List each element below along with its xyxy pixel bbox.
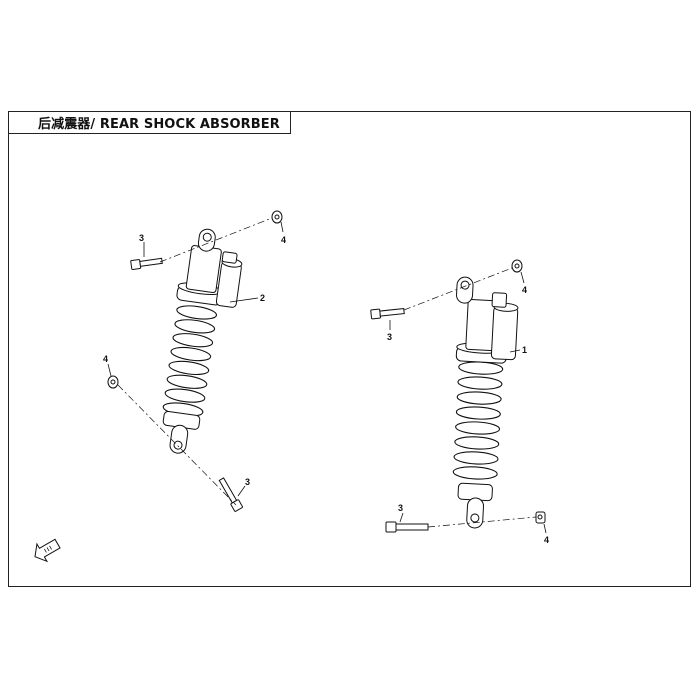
callout-left-upper-nut: 4 — [281, 235, 286, 245]
left-upper-bolt[interactable] — [130, 256, 163, 270]
callout-left-upper-bolt: 3 — [139, 233, 144, 243]
right-lower-bolt[interactable] — [385, 521, 429, 533]
callout-right-upper-nut: 4 — [522, 285, 527, 295]
front-arrow-icon — [34, 538, 61, 563]
diagram-frame — [8, 111, 691, 587]
callout-right-upper-bolt: 3 — [387, 332, 392, 342]
left-lower-bolt[interactable] — [218, 477, 243, 512]
right-upper-bolt[interactable] — [370, 307, 405, 320]
left-lower-nut[interactable] — [107, 375, 119, 389]
left-upper-nut[interactable] — [271, 210, 283, 224]
right-shock-absorber[interactable] — [444, 276, 519, 530]
right-upper-nut[interactable] — [511, 259, 523, 273]
page-title: 后减震器/ REAR SHOCK ABSORBER — [38, 117, 280, 132]
callout-right-lower-bolt: 3 — [398, 503, 403, 513]
callout-right-lower-nut: 4 — [544, 535, 549, 545]
callout-left-lower-nut: 4 — [103, 354, 108, 364]
title-box — [8, 111, 291, 134]
callout-right-shock: 1 — [522, 345, 527, 355]
callout-left-lower-bolt: 3 — [245, 477, 250, 487]
callout-left-shock: 2 — [260, 293, 265, 303]
left-shock-absorber[interactable] — [155, 226, 246, 458]
right-lower-nut[interactable] — [535, 511, 546, 524]
